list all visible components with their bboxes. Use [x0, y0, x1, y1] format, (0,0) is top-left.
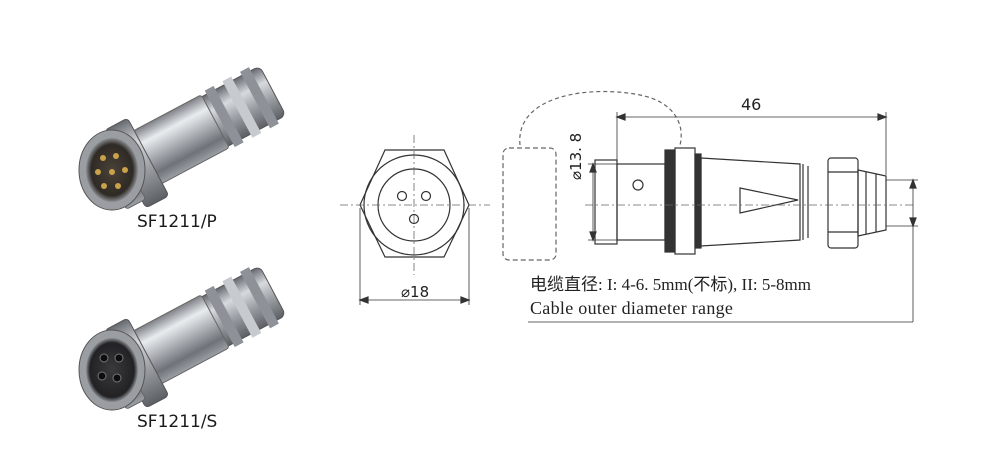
cable-range-en-text: Cable outer diameter range — [530, 298, 734, 318]
body-diameter-label: ⌀13. 8 — [567, 132, 585, 180]
side-view-drawing — [502, 90, 918, 323]
cable-range-cn-text: 电缆直径: I: 4-6. 5mm(不标), II: 5-8mm — [530, 275, 811, 294]
front-view-drawing — [340, 135, 490, 305]
socket-model-label: SF1211/S — [137, 412, 218, 432]
plug-model-label: SF1211/P — [137, 212, 217, 232]
socket-photo — [78, 267, 285, 411]
front-diameter-label: ⌀18 — [401, 283, 430, 301]
length-dimension-label: 46 — [741, 95, 762, 114]
plug-photo — [78, 67, 285, 211]
